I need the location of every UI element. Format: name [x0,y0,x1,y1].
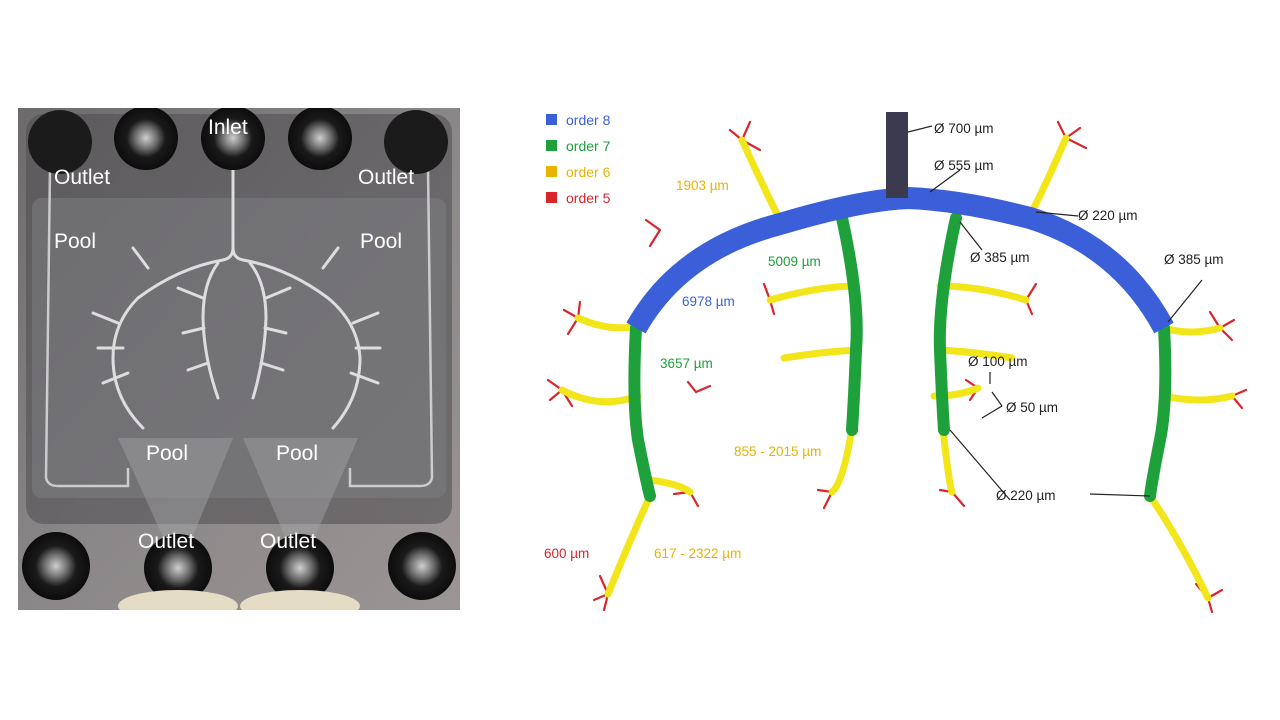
pool-funnel-right [243,438,358,548]
label-len600: 600 µm [544,546,589,561]
legend-item-order-5: order 5 [546,190,611,206]
bottom-ports [22,532,456,610]
svg-text:order 6: order 6 [566,164,611,180]
label-d50: Ø 50 µm [1006,400,1058,415]
leader-lines [907,125,1203,501]
chip-inner-plate [32,198,446,498]
svg-text:order 7: order 7 [566,138,611,154]
outer-channel-left [44,167,130,488]
legend-item-order-7: order 7 [546,138,611,154]
label-len1903: 1903 µm [676,178,729,193]
label-inlet: Inlet [208,116,248,139]
label-d555: Ø 555 µm [934,158,994,173]
label-d220-top: Ø 220 µm [1078,208,1138,223]
label-len6978: 6978 µm [682,294,735,309]
label-d700: Ø 700 µm [934,121,994,136]
label-pool-lower-right: Pool [276,442,318,465]
label-outlet-top-left: Outlet [54,166,110,189]
top-ports [28,108,448,174]
label-d220-bottom: Ø 220 µm [996,488,1056,503]
label-d385-mid: Ø 385 µm [970,250,1030,265]
order7-left-outer [628,322,656,502]
order7-right-outer [1144,322,1172,502]
label-d385-right: Ø 385 µm [1164,252,1224,267]
order7-left-inner [836,212,863,436]
label-len617: 617 - 2322 µm [654,546,741,561]
label-outlet-bottom-right: Outlet [260,530,316,553]
label-pool-right: Pool [360,230,402,253]
legend: order 8 order 7 order 6 order 5 [546,112,611,206]
legend-item-order-8: order 8 [546,112,611,128]
order7-right-inner [933,212,962,436]
vessel-order-diagram: order 8 order 7 order 6 order 5 [544,112,1248,614]
label-len3657: 3657 µm [660,356,713,371]
label-outlet-bottom-left: Outlet [138,530,194,553]
order7-vessels [628,212,1172,502]
channel-network [91,146,382,430]
svg-text:order 8: order 8 [566,112,611,128]
outer-channel-right [348,167,434,488]
pool-funnel-left [118,438,233,548]
svg-text:order 5: order 5 [566,190,611,206]
dimension-labels: Ø 700 µm Ø 555 µm Ø 220 µm Ø 385 µm Ø 38… [544,121,1224,561]
label-pool-left: Pool [54,230,96,253]
label-d100: Ø 100 µm [968,354,1028,369]
label-pool-lower-left: Pool [146,442,188,465]
chip-photo: Inlet Outlet Outlet Pool Pool Pool Pool … [18,108,460,610]
label-outlet-top-right: Outlet [358,166,414,189]
label-len855: 855 - 2015 µm [734,444,821,459]
legend-item-order-6: order 6 [546,164,611,180]
label-len5009: 5009 µm [768,254,821,269]
inlet-block [886,112,908,198]
